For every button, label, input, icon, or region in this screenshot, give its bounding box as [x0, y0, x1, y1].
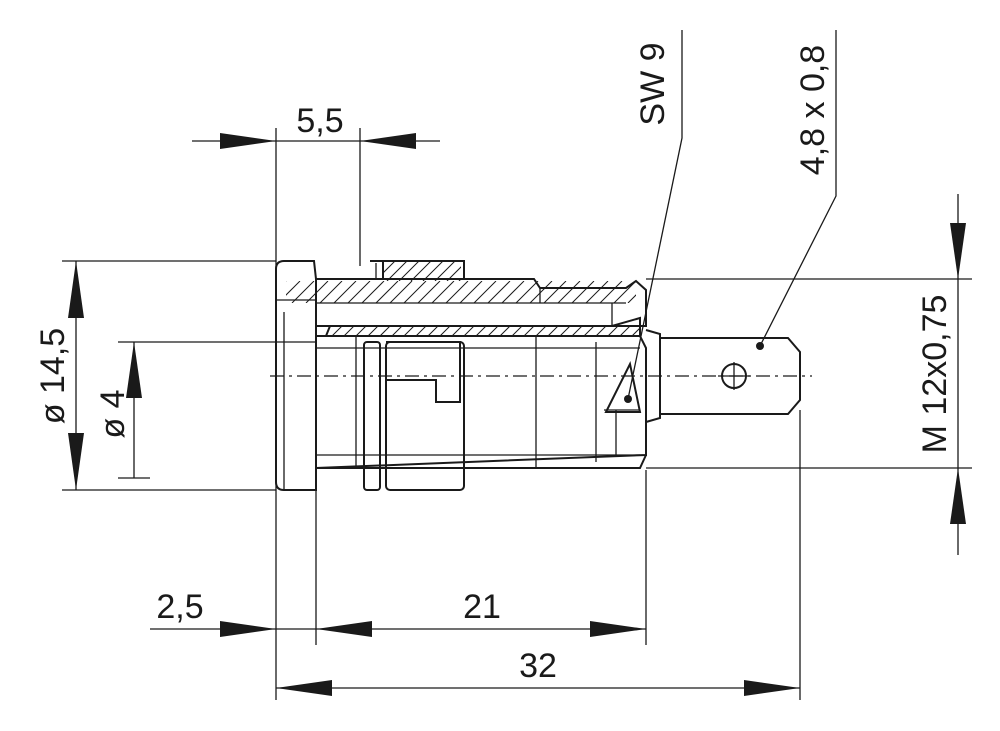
hatch-line	[355, 326, 367, 336]
flat-tab	[660, 337, 801, 415]
hatch-line	[487, 281, 511, 303]
nut-hatching	[383, 261, 461, 281]
hatch-line	[445, 281, 469, 303]
dimension-labels: 5,5 2,5 21 32 ø 14,5 ø 4 SW 9 4,8 x 0,8 …	[34, 42, 954, 685]
hatch-line	[305, 281, 329, 303]
arrow	[360, 133, 416, 149]
dimension-lines	[62, 30, 972, 700]
arrow	[316, 621, 372, 637]
hatch-line	[599, 281, 623, 303]
hatch-line	[459, 281, 483, 303]
hatch-line	[403, 281, 427, 303]
hatch-line	[613, 281, 636, 303]
hatch-line	[379, 326, 391, 336]
hatch-line	[333, 281, 357, 303]
hatch-line	[331, 326, 343, 336]
arrow	[950, 223, 966, 279]
hatch-line	[559, 326, 571, 336]
hatch-line	[535, 326, 547, 336]
arrow	[276, 680, 332, 696]
hatch-line	[529, 281, 553, 303]
hatch-line	[343, 326, 355, 336]
socket-part	[270, 260, 812, 491]
hatch-line	[347, 281, 371, 303]
hatch-line	[415, 326, 427, 336]
hatch-line	[319, 281, 343, 303]
label-2-5: 2,5	[156, 588, 203, 626]
hatch-line	[417, 281, 441, 303]
hatch-line	[446, 266, 461, 281]
hatch-line	[410, 261, 432, 281]
leader-tab	[759, 30, 837, 347]
label-32: 32	[519, 647, 557, 685]
hatch-line	[451, 326, 463, 336]
hatch-line	[585, 281, 609, 303]
hatch-line	[439, 326, 451, 336]
label-hex-size: SW 9	[634, 42, 672, 125]
arrow	[68, 433, 84, 490]
arrow	[220, 133, 276, 149]
hatch-line	[487, 326, 499, 336]
collar	[363, 341, 381, 491]
label-21: 21	[463, 588, 501, 626]
hatch-line	[375, 281, 399, 303]
sleeve-base	[385, 341, 465, 491]
arrow	[590, 621, 646, 637]
label-outer-diameter: ø 14,5	[34, 328, 72, 424]
hatch-line	[398, 261, 420, 281]
hatch-line	[286, 281, 301, 296]
hatch-line	[422, 261, 444, 281]
hatch-line	[511, 326, 523, 336]
hatch-line	[547, 326, 559, 336]
hatch-line	[515, 281, 539, 303]
hatch-line	[499, 326, 511, 336]
hatch-line	[427, 326, 439, 336]
label-tab-size: 4,8 x 0,8	[794, 45, 832, 175]
hatch-line	[361, 281, 385, 303]
slotted-sleeve	[386, 341, 461, 403]
hatch-line	[291, 281, 315, 303]
hatch-line	[367, 326, 379, 336]
hatch-line	[557, 281, 581, 303]
hatch-line	[595, 326, 607, 336]
leader-sw9	[627, 30, 683, 400]
label-5-5: 5,5	[296, 102, 343, 140]
hatch-line	[434, 261, 456, 281]
body-bottom	[316, 454, 647, 469]
hatch-line	[631, 327, 640, 336]
arrow	[68, 261, 84, 318]
hatch-line	[571, 281, 595, 303]
label-thread: M 12x0,75	[916, 295, 954, 454]
hatch-line	[543, 281, 567, 303]
label-inner-diameter: ø 4	[94, 389, 132, 438]
upper-sleeve	[316, 278, 647, 327]
section-hatching	[286, 281, 636, 303]
hatch-line	[571, 326, 583, 336]
hatch-line	[501, 281, 525, 303]
arrow	[744, 680, 800, 696]
hatch-line	[475, 326, 487, 336]
hatch-line	[431, 281, 455, 303]
hatch-line	[463, 326, 475, 336]
hatch-line	[619, 326, 631, 336]
hatch-line	[607, 326, 619, 336]
hatch-line	[473, 281, 497, 303]
arrow	[220, 621, 276, 637]
hatch-line	[627, 294, 636, 303]
arrow	[126, 342, 142, 398]
hatch-line	[389, 281, 413, 303]
hex-symbol	[604, 360, 642, 413]
section-hatching	[330, 326, 640, 336]
hatch-line	[383, 261, 396, 274]
hatch-line	[583, 326, 595, 336]
hatch-line	[403, 326, 415, 336]
hatch-line	[523, 326, 535, 336]
arrow	[950, 468, 966, 524]
hatch-line	[391, 326, 403, 336]
hatch-line	[386, 261, 408, 281]
